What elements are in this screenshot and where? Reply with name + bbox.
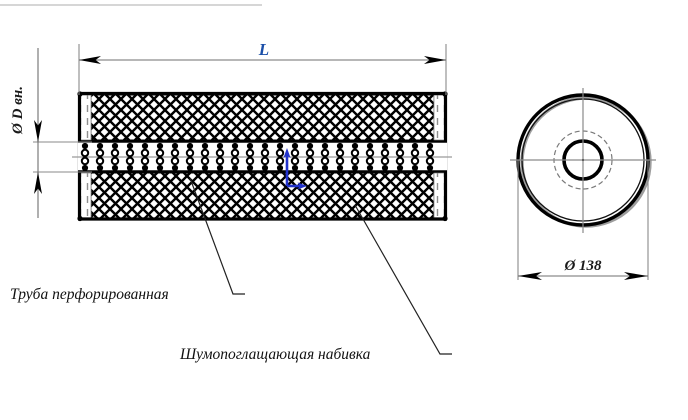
dimension-length-label: L bbox=[258, 40, 269, 59]
center-mark bbox=[581, 158, 585, 162]
packing-region-upper bbox=[90, 94, 435, 141]
shell-outline bbox=[77, 91, 448, 222]
perforation-row-ring-lower bbox=[80, 156, 435, 166]
dimension-outer-diameter: Ø 138 bbox=[517, 160, 649, 280]
dimension-inner-diameter-label: Ø D вн. bbox=[10, 86, 26, 135]
callout-sound-absorbing-packing: Шумопоглащающая набивка bbox=[179, 204, 452, 363]
packing-region-lower bbox=[90, 172, 435, 219]
perforation-row-filled-top bbox=[81, 142, 434, 150]
callout-leader-perforated-tube bbox=[189, 177, 245, 295]
side-section-view bbox=[72, 91, 452, 222]
dimension-outer-diameter-label: Ø 138 bbox=[563, 258, 602, 274]
callout-perforated-tube: Труба перфорированная bbox=[10, 177, 245, 303]
perforation-row-ring-upper bbox=[80, 148, 435, 158]
callout-label-packing: Шумопоглащающая набивка bbox=[179, 346, 371, 363]
callout-leader-packing bbox=[354, 204, 452, 355]
end-circular-view bbox=[510, 88, 656, 233]
callout-label-perforated-tube: Труба перфорированная bbox=[10, 286, 169, 303]
perforation-row-filled-bottom bbox=[81, 164, 434, 172]
dimension-inner-diameter: Ø D вн. bbox=[10, 48, 92, 218]
perforated-tube bbox=[72, 140, 452, 173]
perforation-dots bbox=[80, 142, 435, 172]
dimension-length: L bbox=[78, 40, 447, 95]
axis-gizmo bbox=[283, 148, 307, 190]
